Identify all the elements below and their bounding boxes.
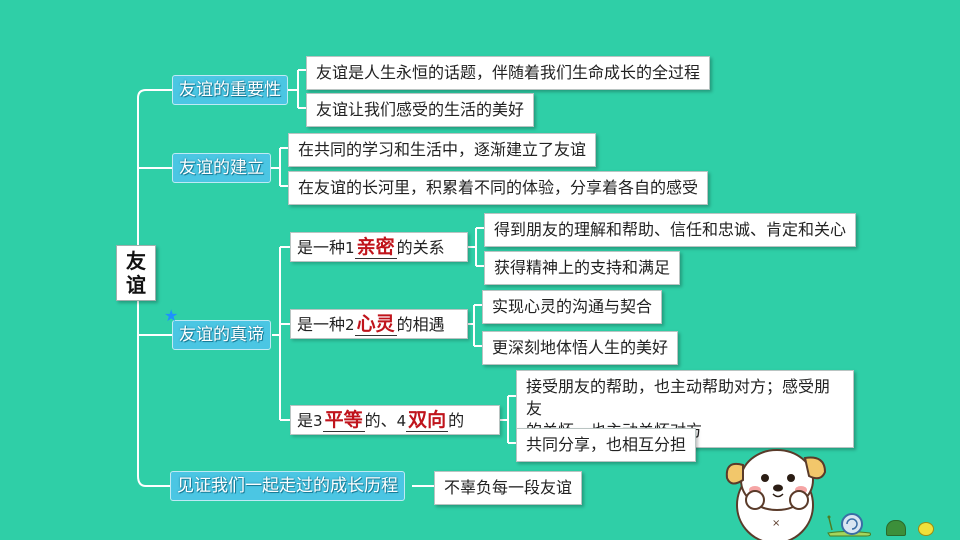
root-node: 友 谊 [116, 245, 156, 301]
flower-icon [918, 522, 934, 536]
sub3-prefix: 是 [297, 411, 314, 430]
sub1-prefix: 是一种 [297, 238, 346, 257]
branch-essence: 友谊的真谛 [172, 320, 271, 350]
sub3-number-2: 4 [396, 412, 407, 430]
establishment-item-2: 在友谊的长河里，积累着不同的体验，分享着各自的感受 [288, 171, 709, 205]
sub3-item-1-line1: 接受朋友的帮助，也主动帮助对方；感受朋友 [526, 377, 831, 418]
root-label-line2: 谊 [126, 273, 146, 297]
puppy-illustration: × [725, 449, 827, 540]
establishment-item-1: 在共同的学习和生活中，逐渐建立了友谊 [288, 133, 597, 167]
sub2-item-2: 更深刻地体悟人生的美好 [482, 331, 679, 365]
sub3-answer-2: 双向 [406, 409, 449, 432]
sub2-answer: 心灵 [354, 313, 397, 336]
sub1-answer: 亲密 [354, 236, 397, 259]
branch-importance: 友谊的重要性 [172, 75, 288, 105]
star-icon: ★ [164, 306, 179, 325]
sub3-suffix: 的 [448, 411, 465, 430]
sub2-suffix: 的相遇 [396, 315, 445, 334]
sub1-item-1: 得到朋友的理解和帮助、信任和忠诚、肯定和关心 [484, 213, 857, 247]
sub3-mid: 的、 [364, 411, 397, 430]
sub2-prefix: 是一种 [297, 315, 346, 334]
importance-item-2: 友谊让我们感受的生活的美好 [306, 93, 535, 127]
sub3-number-1: 3 [313, 412, 323, 430]
witness-item-1: 不辜负每一段友谊 [434, 471, 583, 505]
importance-item-1: 友谊是人生永恒的话题，伴随着我们生命成长的全过程 [306, 56, 711, 90]
sub3-item-2: 共同分享，也相互分担 [516, 428, 697, 462]
svg-text:×: × [772, 518, 780, 529]
snail-icon [827, 513, 871, 537]
root-label-line1: 友 [126, 249, 146, 273]
bush-icon [886, 520, 906, 536]
sub1-number: 1 [345, 239, 355, 257]
sub1-suffix: 的关系 [396, 238, 445, 257]
sub3-answer-1: 平等 [322, 409, 365, 432]
sub2-number: 2 [345, 316, 355, 334]
branch-establishment: 友谊的建立 [172, 153, 271, 183]
sub1-item-2: 获得精神上的支持和满足 [484, 251, 681, 285]
branch-witness: 见证我们一起走过的成长历程 [170, 471, 405, 501]
sub2-item-1: 实现心灵的沟通与契合 [482, 290, 663, 324]
